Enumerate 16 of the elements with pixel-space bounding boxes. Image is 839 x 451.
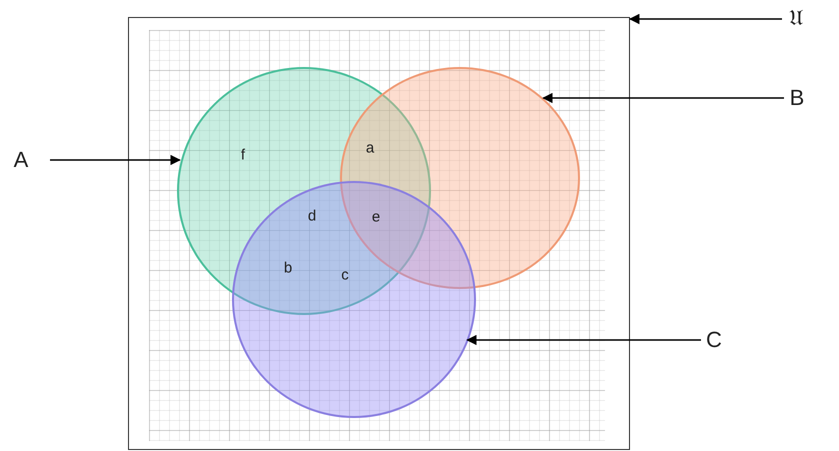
region-letter: a bbox=[366, 140, 374, 156]
region-letter: b bbox=[284, 260, 292, 276]
region-letter: c bbox=[341, 268, 349, 282]
region-letter: d bbox=[308, 208, 316, 224]
arrow bbox=[50, 154, 181, 166]
set-label: 𝔘 bbox=[784, 6, 808, 32]
arrow bbox=[542, 92, 784, 104]
set-circle bbox=[232, 181, 476, 418]
set-label: C bbox=[703, 327, 725, 353]
set-label: A bbox=[10, 147, 32, 173]
arrow bbox=[466, 334, 701, 346]
region-letter: e bbox=[372, 210, 380, 224]
set-label: B bbox=[786, 85, 808, 111]
set-circle bbox=[340, 67, 580, 289]
region-letter: f bbox=[240, 148, 246, 162]
arrow bbox=[628, 14, 782, 24]
